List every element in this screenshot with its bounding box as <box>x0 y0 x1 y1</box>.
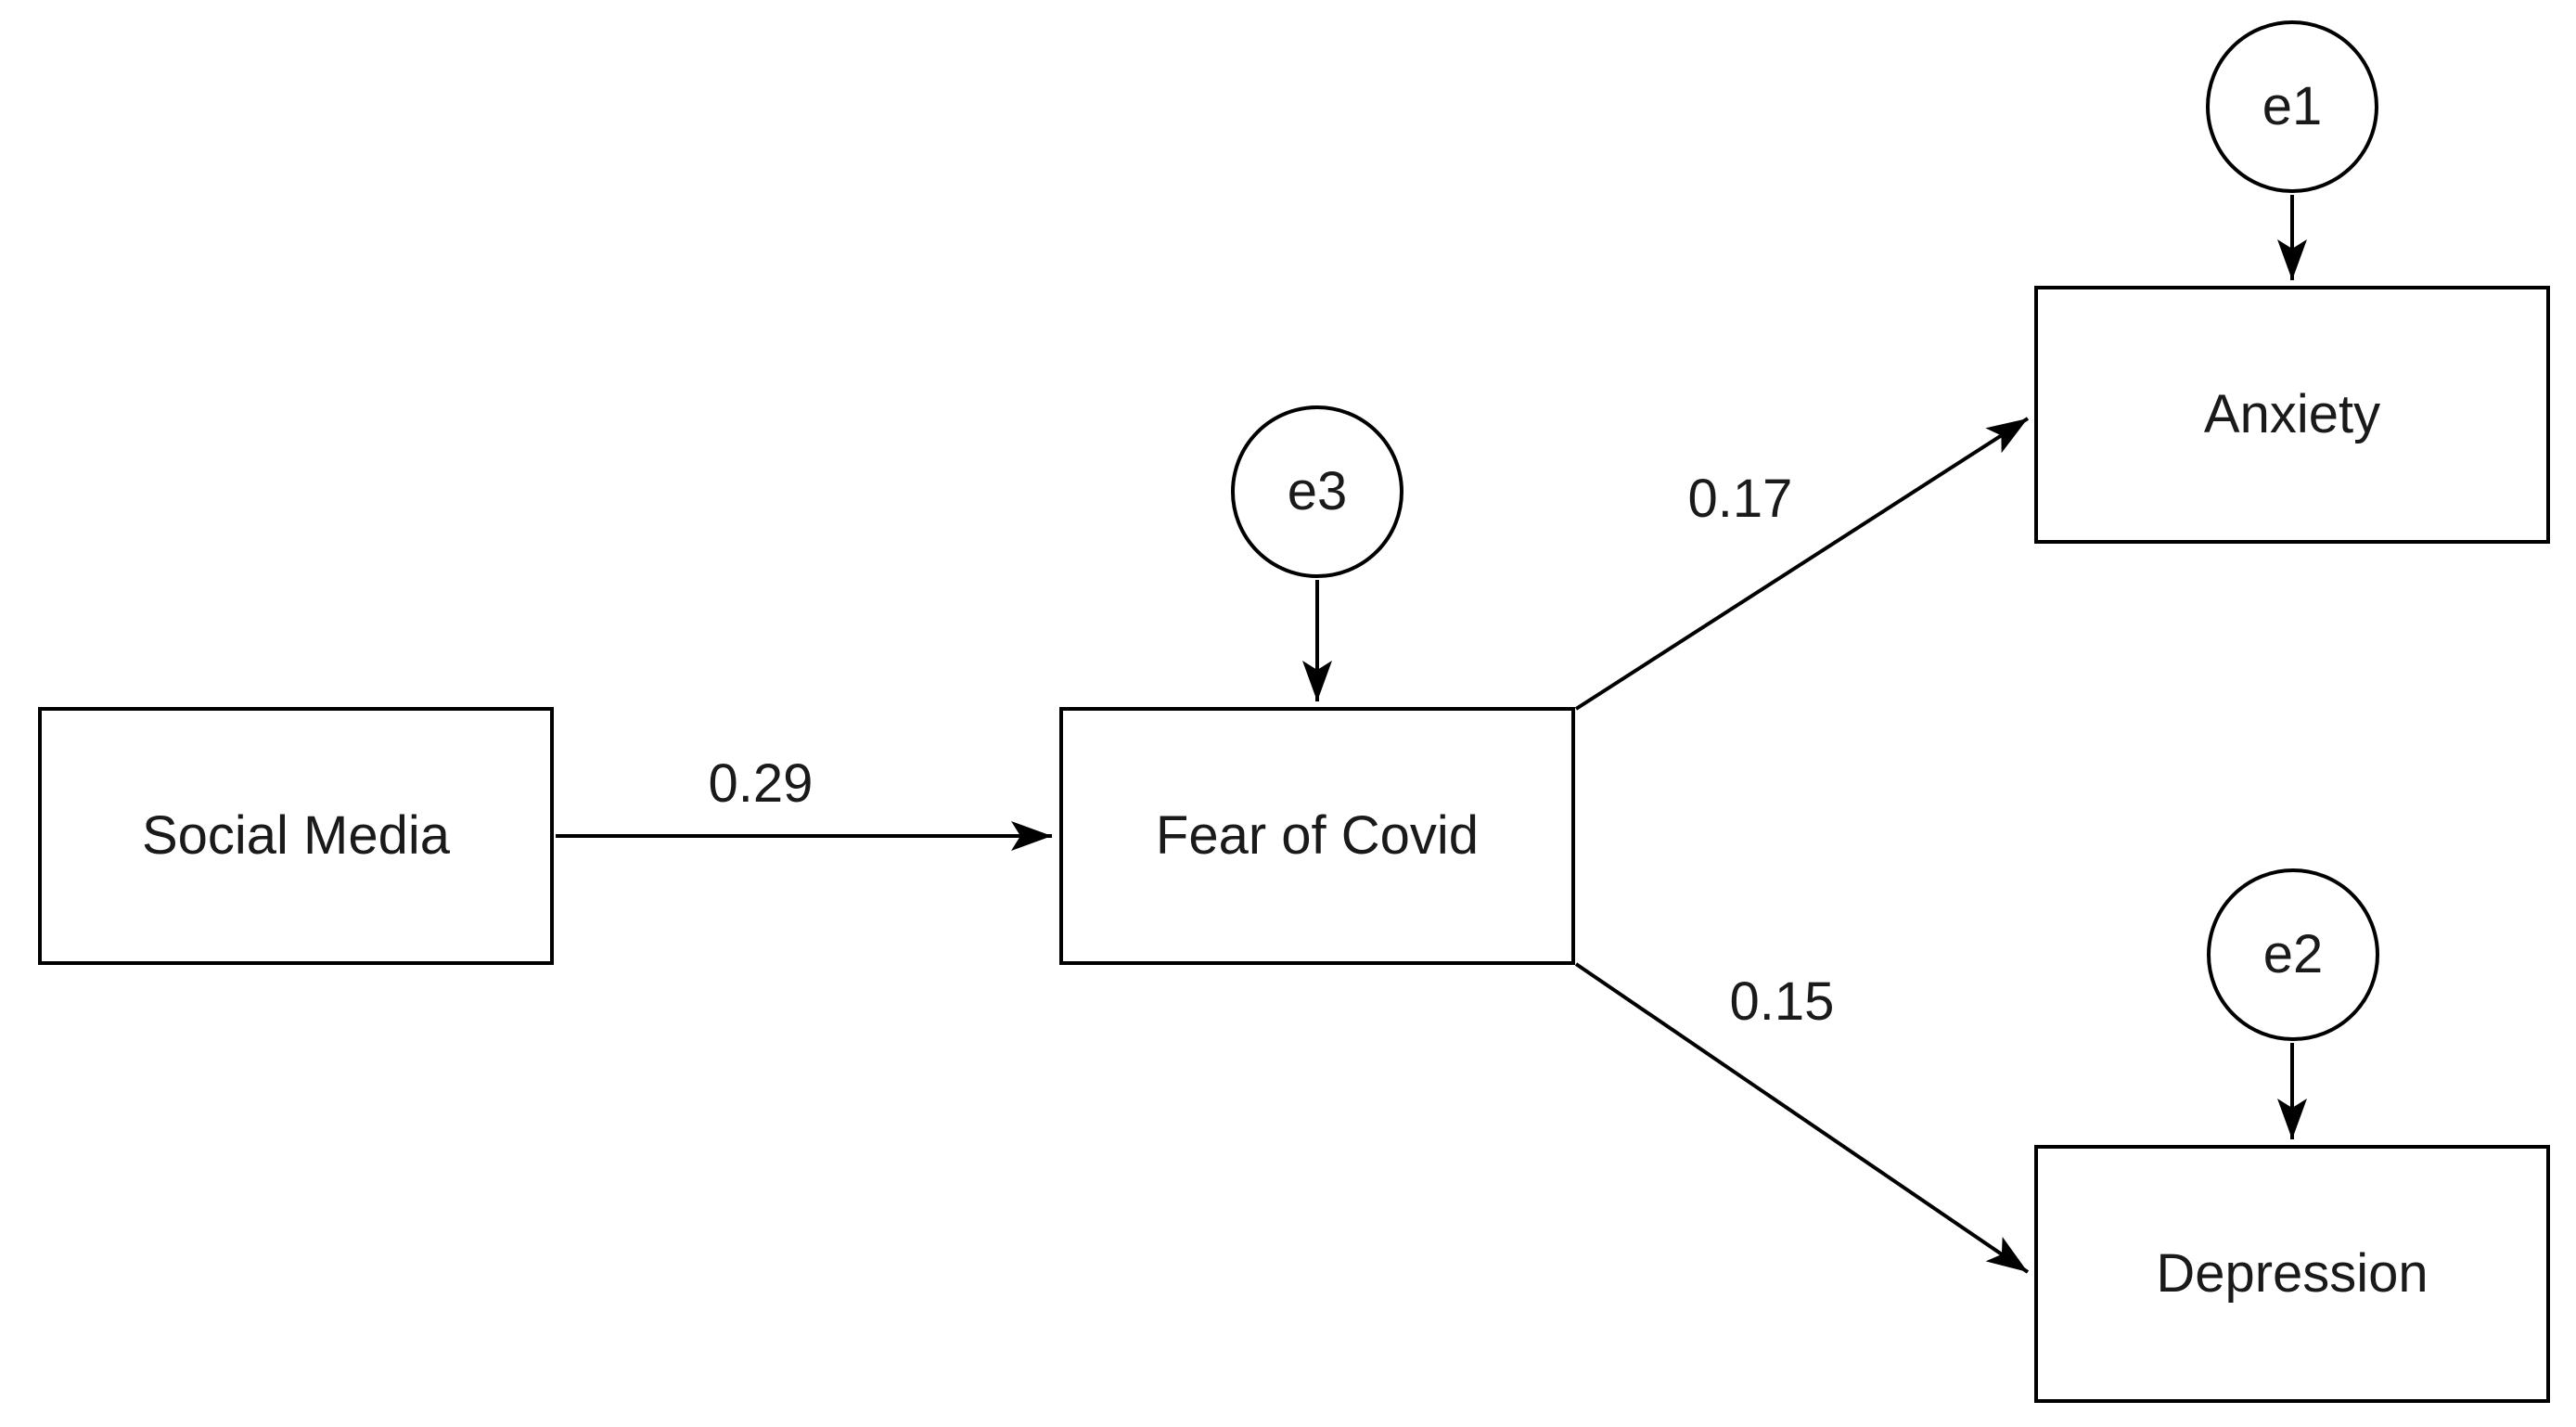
node-error-e3: e3 <box>1231 405 1403 578</box>
node-error-e2-label: e2 <box>2262 924 2324 984</box>
arrow-fear-to-depression <box>1574 962 2030 1274</box>
edge-label-fear-to-anxiety: 0.17 <box>1682 472 1799 526</box>
edge-label-fear-to-depression: 0.15 <box>1724 975 1840 1029</box>
node-social-media: Social Media <box>38 707 554 965</box>
node-fear-of-covid: Fear of Covid <box>1059 707 1575 965</box>
node-depression-label: Depression <box>2156 1243 2429 1304</box>
node-error-e1: e1 <box>2206 20 2378 193</box>
node-anxiety: Anxiety <box>2034 286 2550 544</box>
node-error-e3-label: e3 <box>1287 461 1348 521</box>
node-depression: Depression <box>2034 1145 2550 1403</box>
arrow-fear-to-anxiety <box>1574 417 2030 711</box>
node-error-e2: e2 <box>2207 868 2379 1041</box>
node-social-media-label: Social Media <box>141 805 451 866</box>
node-error-e1-label: e1 <box>2262 76 2323 136</box>
node-fear-of-covid-label: Fear of Covid <box>1155 805 1480 866</box>
node-anxiety-label: Anxiety <box>2203 384 2381 444</box>
edge-label-social-to-fear: 0.29 <box>702 757 819 811</box>
